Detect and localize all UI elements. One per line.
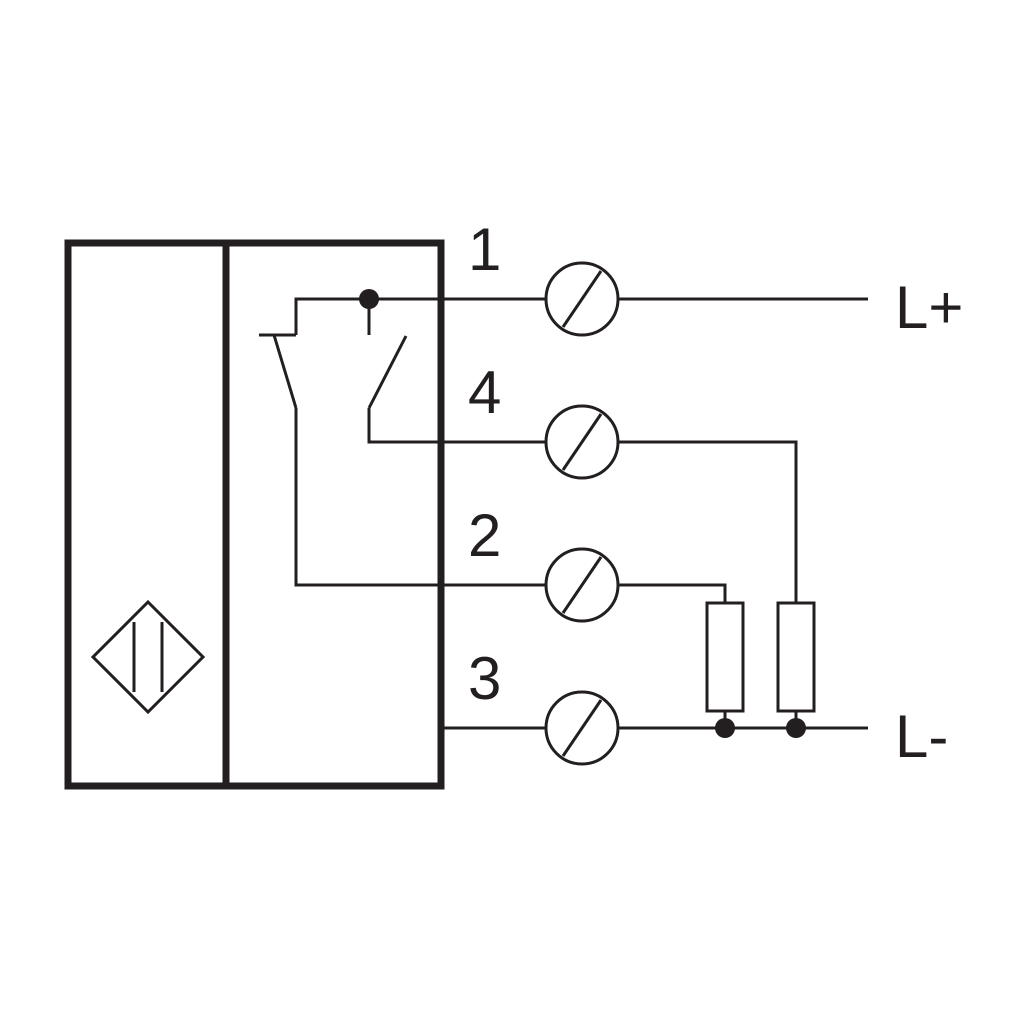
wire-terminal-4-load [618, 440, 798, 603]
screw-terminal-icon [544, 690, 620, 766]
no-contact-icon [367, 335, 545, 444]
load-resistor-icon [705, 601, 745, 738]
nc-contact-icon [259, 333, 545, 587]
supply-positive-label: L+ [895, 274, 963, 341]
supply-negative-label: L- [895, 703, 948, 770]
screw-terminal-icon [544, 547, 620, 623]
supply-bus [294, 289, 545, 335]
terminal-label-4: 4 [468, 359, 501, 426]
screw-terminal-icon [544, 404, 620, 480]
sensor-symbol-icon [90, 599, 206, 715]
terminal-label-3: 3 [468, 645, 501, 712]
terminal-label-2: 2 [468, 502, 501, 569]
screw-terminal-icon [544, 261, 620, 337]
terminal-label-1: 1 [468, 216, 501, 283]
load-resistor-icon [776, 601, 816, 738]
wire-terminal-2-load [618, 583, 727, 603]
sensor-housing [64, 239, 445, 790]
